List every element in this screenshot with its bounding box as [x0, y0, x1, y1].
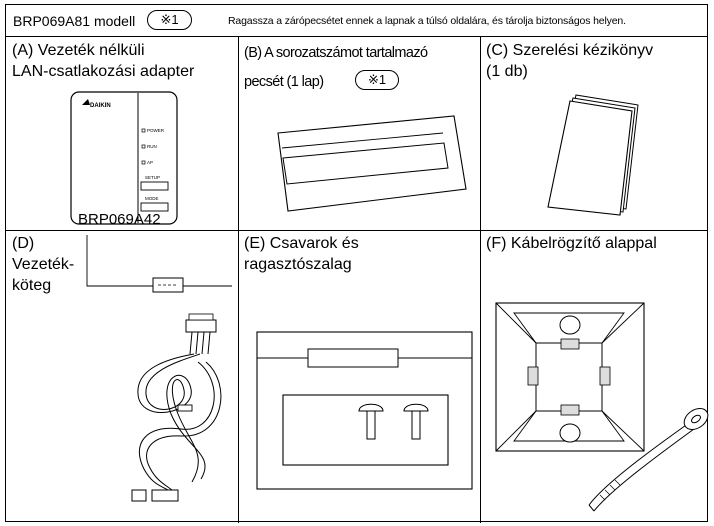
wlan-adapter-illustration: DAIKIN POWER RUN AP SETUP MODE: [70, 91, 178, 225]
cell-a-title-line1: (A) Vezeték nélküli: [12, 42, 145, 59]
adapter-led-ap: AP: [147, 160, 153, 165]
cell-b-title-line2: pecsét (1 lap): [244, 74, 324, 90]
adapter-button-mode: MODE: [145, 196, 159, 201]
cable-tie-mount-illustration: [495, 302, 709, 512]
cell-e-title-line1: (E) Csavarok és: [244, 235, 359, 252]
adapter-led-run: RUN: [147, 144, 157, 149]
model-name: BRP069A81 modell: [13, 13, 136, 29]
cell-b-note-mark: ※1: [355, 70, 399, 90]
accessory-sheet: BRP069A81 modell ※1 Ragassza a zárópecsé…: [5, 4, 709, 523]
screws-and-tape-illustration: [256, 331, 473, 490]
header-row: BRP069A81 modell ※1 Ragassza a zárópecsé…: [6, 5, 707, 37]
wire-harness-illustration: [86, 235, 232, 502]
cell-d-title-line2: Vezeték-: [12, 256, 75, 273]
row-divider: [6, 230, 707, 231]
cell-e-title-line2: ragasztószalag: [244, 256, 352, 273]
cell-f-title-line1: (F) Kábelrögzítő alappal: [486, 235, 657, 252]
header-note: Ragassza a zárópecsétet ennek a lapnak a…: [228, 15, 626, 27]
cell-c-title-line2: (1 db): [486, 63, 528, 80]
serial-seal-illustration: [277, 115, 467, 212]
cell-d-title-line1: (D): [12, 235, 35, 252]
adapter-led-power: POWER: [147, 128, 165, 133]
adapter-brand-text: DAIKIN: [90, 103, 111, 109]
column-divider: [480, 37, 481, 523]
adapter-button-setup: SETUP: [145, 175, 160, 180]
cell-a-caption: BRP069A42: [78, 211, 161, 228]
cell-d-title-line3: köteg: [12, 277, 52, 294]
note-mark-badge: ※1: [147, 10, 192, 30]
cell-c-title-line1: (C) Szerelési kézikönyv: [486, 42, 654, 59]
cell-a-title-line2: LAN-csatlakozási adapter: [12, 63, 195, 80]
cell-b-title-line1: (B) A sorozatszámot tartalmazó: [244, 45, 428, 61]
column-divider: [238, 37, 239, 523]
manual-booklet-illustration: [547, 94, 639, 216]
